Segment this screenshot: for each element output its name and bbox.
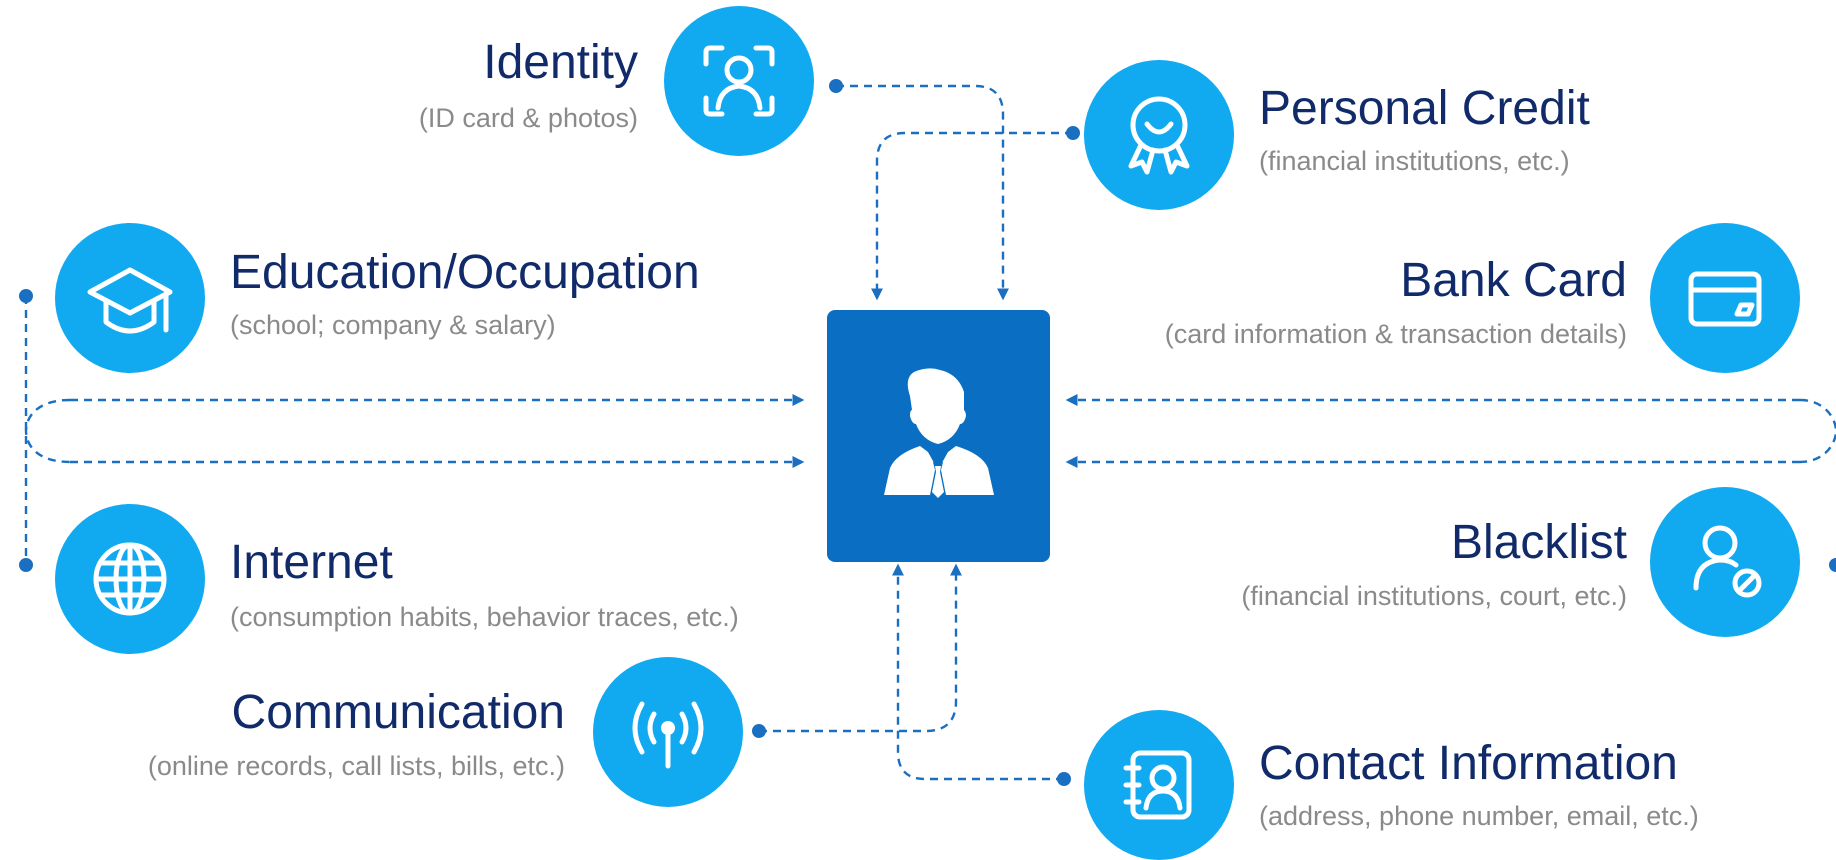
connector-dot-personal-credit [1066,126,1080,140]
blacklist-title: Blacklist [1451,516,1627,569]
bank-card-subtitle: (card information & transaction details) [1165,319,1627,349]
center-person-node [827,310,1050,562]
node-communication: Communication (online records, call list… [148,657,743,807]
bank-card-title: Bank Card [1400,254,1627,307]
businessman-icon [884,368,994,498]
connector-dot-communication [752,724,766,738]
contact-circle [1084,710,1234,860]
node-identity: Identity (ID card & photos) [419,6,814,156]
personal-credit-title: Personal Credit [1259,82,1590,135]
communication-subtitle: (online records, call lists, bills, etc.… [148,751,565,781]
identity-subtitle: (ID card & photos) [419,103,638,133]
node-contact: Contact Information (address, phone numb… [1084,710,1699,860]
personal-credit-circle [1084,60,1234,210]
education-circle [55,223,205,373]
bank-card-circle [1650,223,1800,373]
contact-title: Contact Information [1259,737,1678,790]
contact-card-icon [1123,750,1192,820]
education-subtitle: (school; company & salary) [230,310,556,340]
face-scan-icon [703,45,775,117]
signal-antenna-icon [632,701,704,769]
connector-dot-identity [829,79,843,93]
connector-identity [836,84,1009,301]
connector-dot-contact [1057,772,1071,786]
node-personal-credit: Personal Credit (financial institutions,… [1084,60,1590,210]
connector-personal-credit [871,131,1073,301]
internet-title: Internet [230,536,393,589]
internet-subtitle: (consumption habits, behavior traces, et… [230,602,739,632]
connector-contact [892,563,1064,781]
connector-dot-right-edge [1829,558,1836,572]
graduation-cap-icon [87,267,173,334]
connector-dot-left-bottom [19,558,33,572]
connectors [19,79,1836,786]
education-title: Education/Occupation [230,246,700,299]
connector-dot-left-top [19,289,33,303]
node-bank-card: Bank Card (card information & transactio… [1165,223,1800,373]
node-internet: Internet (consumption habits, behavior t… [55,504,739,654]
globe-icon [93,542,167,616]
user-blocked-icon [1693,525,1762,598]
contact-subtitle: (address, phone number, email, etc.) [1259,801,1699,831]
connector-communication [759,563,962,733]
communication-title: Communication [232,686,565,739]
connector-right-loop [1799,398,1836,464]
blacklist-subtitle: (financial institutions, court, etc.) [1241,581,1627,611]
node-education: Education/Occupation (school; company & … [55,223,700,373]
personal-credit-subtitle: (financial institutions, etc.) [1259,146,1570,176]
identity-title: Identity [483,36,638,89]
credit-card-icon [1688,271,1762,327]
award-badge-icon [1128,96,1190,175]
node-blacklist: Blacklist (financial institutions, court… [1241,487,1800,637]
connector-left-loop [24,398,71,464]
